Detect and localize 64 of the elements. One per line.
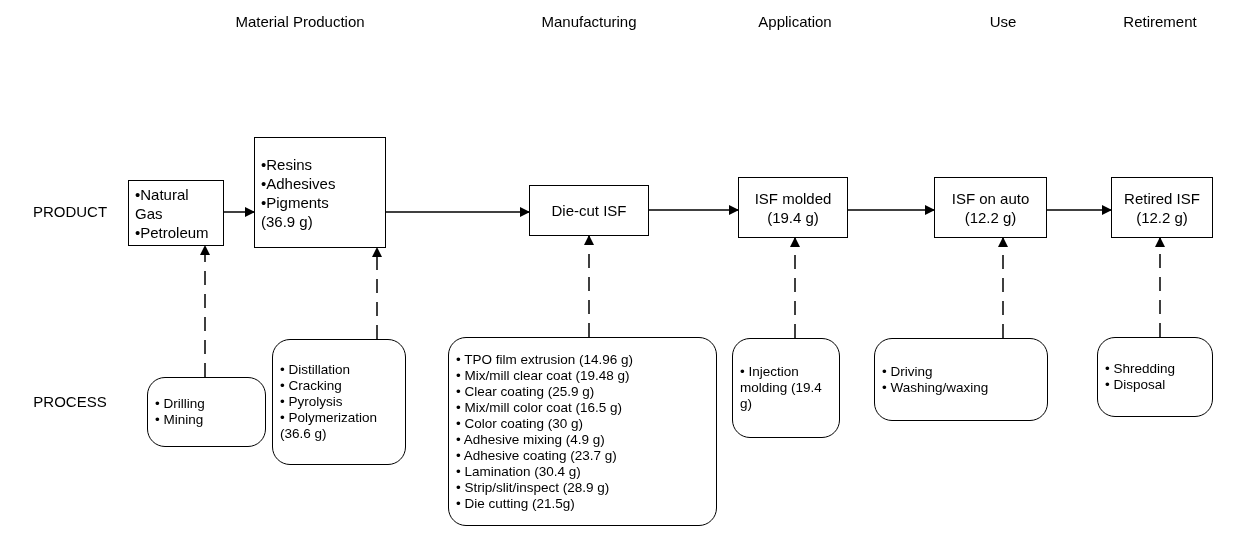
product-box bbox=[934, 177, 1047, 238]
arrow bbox=[200, 245, 210, 378]
stage-heading: Retirement bbox=[1123, 11, 1197, 32]
arrow bbox=[372, 247, 382, 340]
product-box bbox=[1111, 177, 1213, 238]
process-box bbox=[272, 339, 406, 465]
arrow bbox=[648, 205, 739, 215]
process-box bbox=[448, 337, 717, 526]
box-text: ISF molded bbox=[753, 188, 833, 208]
row-label: PRODUCT bbox=[32, 201, 108, 222]
product-box bbox=[128, 180, 224, 246]
box-text: • Disposal bbox=[1105, 377, 1167, 393]
process-box bbox=[874, 338, 1048, 421]
box-text: • Injection molding (19.4 g) bbox=[740, 364, 823, 412]
arrow bbox=[847, 205, 935, 215]
box-text: •Natural Gas bbox=[135, 184, 190, 223]
box-text: • Distillation bbox=[280, 362, 351, 378]
row-label: PROCESS bbox=[33, 391, 107, 412]
arrow bbox=[790, 237, 800, 339]
box-text: •Resins bbox=[261, 154, 314, 174]
box-text: • Washing/waxing bbox=[882, 379, 990, 396]
box-text: (36.9 g) bbox=[261, 211, 314, 231]
box-text: • Drilling bbox=[155, 396, 206, 412]
arrow bbox=[998, 237, 1008, 339]
box-text: • TPO film extrusion (14.96 g) bbox=[456, 351, 635, 368]
box-text: • Mining bbox=[155, 412, 205, 428]
stage-heading: Manufacturing bbox=[541, 11, 637, 32]
box-text: • Shredding bbox=[1105, 361, 1177, 377]
box-text: • Color coating (30 g) bbox=[456, 415, 585, 432]
process-box bbox=[1097, 337, 1213, 417]
box-text: Retired ISF bbox=[1123, 188, 1201, 208]
box-text: • Lamination (30.4 g) bbox=[456, 463, 582, 480]
box-text: • Die cutting (21.5g) bbox=[456, 495, 576, 512]
stage-heading: Use bbox=[989, 11, 1017, 32]
arrow bbox=[1155, 237, 1165, 338]
arrow bbox=[223, 207, 255, 217]
box-text: •Adhesives bbox=[261, 173, 337, 193]
box-text: • Adhesive mixing (4.9 g) bbox=[456, 431, 606, 448]
stage-heading: Application bbox=[758, 11, 832, 32]
arrow bbox=[385, 207, 530, 217]
box-text: (12.2 g) bbox=[1135, 207, 1189, 227]
box-text: • Clear coating (25.9 g) bbox=[456, 383, 596, 400]
product-box bbox=[738, 177, 848, 238]
box-text: • Mix/mill color coat (16.5 g) bbox=[456, 399, 624, 416]
box-text: • Polymerization (36.6 g) bbox=[280, 410, 378, 442]
arrow bbox=[1046, 205, 1112, 215]
box-text: •Petroleum bbox=[135, 222, 210, 242]
box-text: (12.2 g) bbox=[963, 207, 1018, 227]
box-text: • Adhesive coating (23.7 g) bbox=[456, 447, 618, 464]
arrow bbox=[584, 235, 594, 338]
box-text: • Cracking bbox=[280, 378, 343, 394]
box-text: •Pigments bbox=[261, 192, 330, 212]
box-text: • Driving bbox=[882, 363, 934, 380]
box-text: Die-cut ISF bbox=[550, 201, 628, 220]
process-box bbox=[732, 338, 840, 438]
process-box bbox=[147, 377, 266, 447]
box-text: ISF on auto bbox=[950, 188, 1031, 208]
box-text: • Pyrolysis bbox=[280, 394, 344, 410]
box-text: • Mix/mill clear coat (19.48 g) bbox=[456, 367, 631, 384]
stage-heading: Material Production bbox=[235, 11, 365, 32]
box-text: • Strip/slit/inspect (28.9 g) bbox=[456, 479, 611, 496]
box-text: (19.4 g) bbox=[766, 207, 820, 227]
product-box bbox=[254, 137, 386, 248]
product-box bbox=[529, 185, 649, 236]
